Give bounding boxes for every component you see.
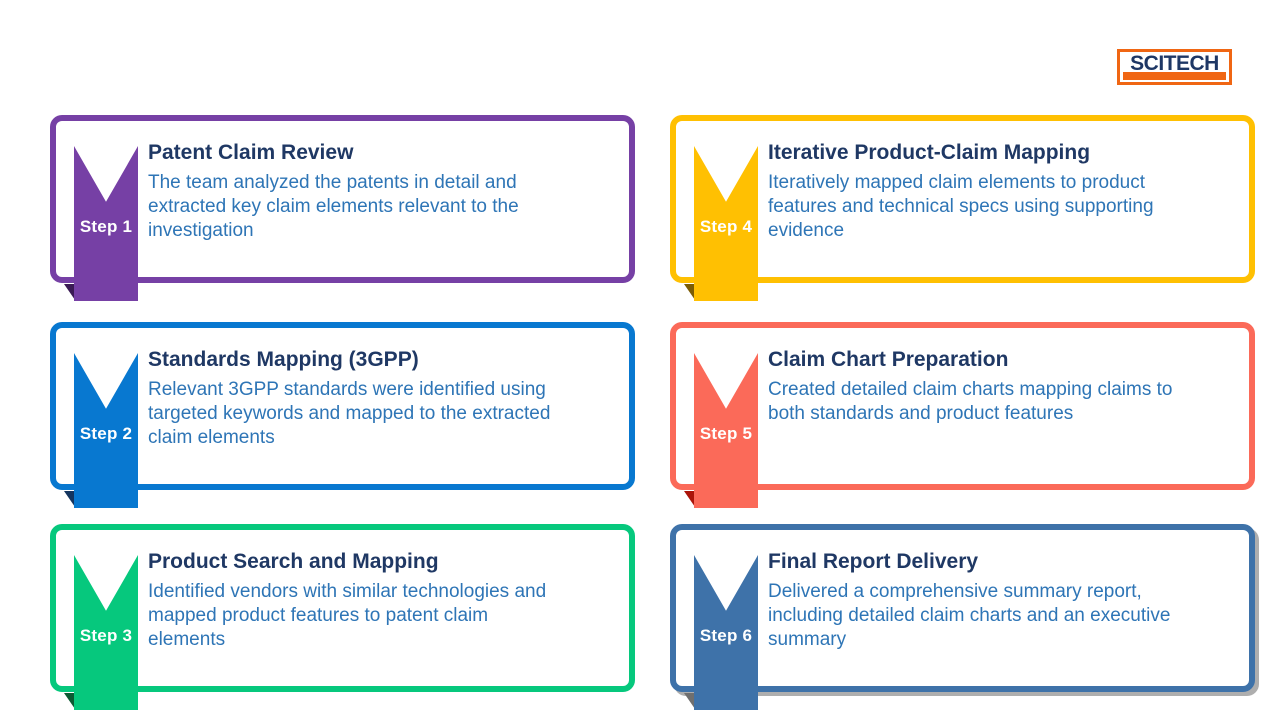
step-card-4: Step 4 Iterative Product-Claim Mapping I… [670,115,1255,301]
step-title: Iterative Product-Claim Mapping [768,141,1091,164]
ribbon-fold [684,491,695,507]
ribbon-fold [684,693,695,709]
step-ribbon: Step 1 [74,146,138,301]
step-ribbon: Step 2 [74,353,138,508]
step-title: Final Report Delivery [768,550,979,573]
logo: SCITECH [1117,49,1232,85]
step-card-3: Step 3 Product Search and Mapping Identi… [50,524,635,710]
ribbon-fold [64,284,75,300]
step-card-5: Step 5 Claim Chart Preparation Created d… [670,322,1255,508]
step-description: Identified vendors with similar technolo… [148,580,547,651]
step-description: Relevant 3GPP standards were identified … [148,378,551,449]
step-ribbon: Step 3 [74,555,138,710]
step-title: Patent Claim Review [148,141,354,164]
step-ribbon: Step 5 [694,353,758,508]
step-number-label: Step 2 [79,424,133,443]
step-title: Product Search and Mapping [148,550,439,573]
card-content: Claim Chart Preparation Created detailed… [768,348,1237,426]
card-content: Final Report Delivery Delivered a compre… [768,550,1237,652]
ribbon-fold [64,693,75,709]
step-number-label: Step 1 [79,217,133,236]
step-card-6: Step 6 Final Report Delivery Delivered a… [670,524,1255,710]
step-title: Claim Chart Preparation [768,348,1009,371]
logo-underline-bar [1123,72,1226,80]
card-content: Patent Claim Review The team analyzed th… [148,141,617,243]
ribbon-fold [684,284,695,300]
card-content: Standards Mapping (3GPP) Relevant 3GPP s… [148,348,617,450]
logo-text: SCITECH [1130,52,1219,75]
step-card-1: Step 1 Patent Claim Review The team anal… [50,115,635,301]
ribbon-fold [64,491,75,507]
step-ribbon: Step 6 [694,555,758,710]
step-card-2: Step 2 Standards Mapping (3GPP) Relevant… [50,322,635,508]
step-number-label: Step 3 [79,626,133,645]
step-title: Standards Mapping (3GPP) [148,348,419,371]
step-number-label: Step 6 [699,626,753,645]
step-number-label: Step 5 [699,424,753,443]
card-content: Product Search and Mapping Identified ve… [148,550,617,652]
card-content: Iterative Product-Claim Mapping Iterativ… [768,141,1237,243]
step-description: Delivered a comprehensive summary report… [768,580,1171,651]
step-number-label: Step 4 [699,217,753,236]
step-description: Created detailed claim charts mapping cl… [768,378,1173,424]
step-description: Iteratively mapped claim elements to pro… [768,171,1154,242]
step-description: The team analyzed the patents in detail … [148,171,519,242]
step-ribbon: Step 4 [694,146,758,301]
